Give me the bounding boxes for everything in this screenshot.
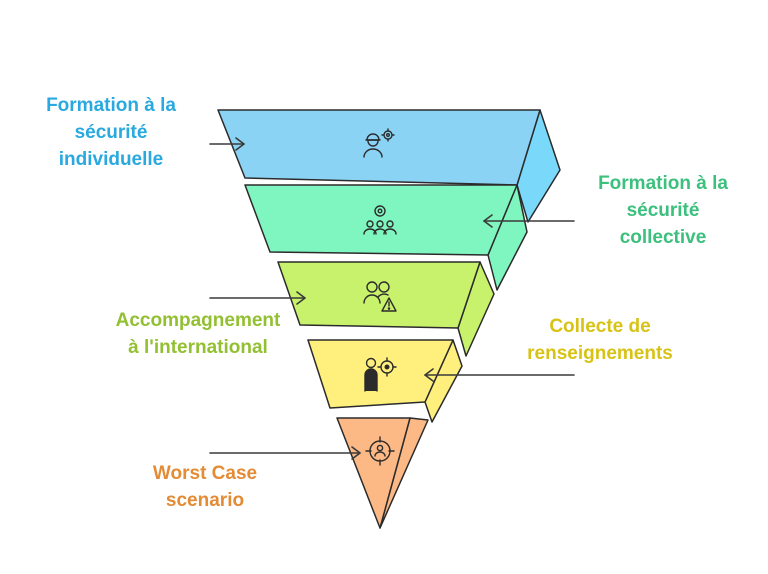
label-line: renseignements [527, 343, 673, 364]
label-worstcase: Worst Case scenario [120, 460, 290, 514]
level-collective-front [244, 184, 518, 256]
label-line: sécurité [74, 122, 148, 143]
label-line: Accompagnement [115, 310, 281, 331]
label-line: sécurité [626, 200, 700, 221]
level-worstcase-front [336, 417, 411, 529]
level-individuelle-front [217, 109, 541, 186]
label-collective: Formation à la sécurité collective [572, 170, 754, 251]
label-line: Formation à la [46, 95, 176, 116]
label-line: scenario [165, 490, 245, 511]
label-international: Accompagnement à l'international [96, 307, 300, 361]
level-collective [244, 184, 528, 291]
arrow-collective [483, 214, 575, 228]
label-line: collective [619, 227, 707, 248]
label-line: individuelle [58, 149, 164, 170]
label-line: à l'international [128, 337, 268, 358]
level-international [277, 261, 495, 357]
level-individuelle [217, 109, 561, 223]
label-line: Formation à la [598, 173, 728, 194]
label-line: Collecte de [549, 316, 651, 337]
level-international-front [277, 261, 481, 329]
agent-crosshair-icon [364, 357, 397, 392]
group-target-icon [363, 205, 397, 235]
people-warning-icon [363, 281, 397, 312]
level-worstcase [336, 417, 429, 529]
label-renseignements: Collecte de renseignements [510, 313, 690, 367]
level-renseignements-front [307, 339, 454, 409]
label-line: Worst Case [152, 463, 258, 484]
crosshair-person-icon [365, 436, 395, 466]
level-renseignements [307, 339, 463, 423]
label-individuelle: Formation à la sécurité individuelle [14, 92, 208, 173]
worker-gear-icon [363, 128, 395, 158]
arrow-international [209, 291, 306, 305]
arrow-worstcase [209, 446, 361, 460]
arrow-individuelle [209, 137, 245, 151]
arrow-renseignements [424, 368, 575, 382]
